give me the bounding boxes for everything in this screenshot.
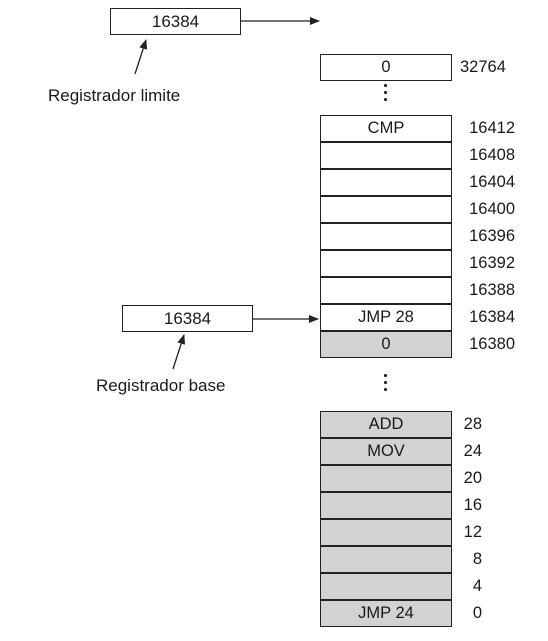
base-register-box: 16384 (122, 305, 253, 332)
memory-cell: 0 (320, 331, 452, 358)
memory-address: 16404 (469, 173, 515, 191)
memory-address: 16408 (469, 146, 515, 164)
memory-cell (320, 465, 452, 492)
memory-address: 16384 (469, 308, 515, 326)
memory-cell-content: JMP 24 (358, 604, 414, 622)
memory-cell (320, 250, 452, 277)
memory-cell-content: 0 (381, 58, 391, 76)
memory-cell-content: 0 (381, 335, 391, 353)
memory-address: 16 (463, 496, 482, 514)
memory-address: 0 (472, 604, 482, 622)
memory-cell (320, 142, 452, 169)
limit-register-box: 16384 (110, 8, 241, 35)
memory-cell-content: ADD (368, 415, 404, 433)
memory-address: 12 (463, 523, 482, 541)
memory-address: 8 (472, 550, 482, 568)
memory-address: 20 (463, 469, 482, 487)
base-register-value: 16384 (163, 309, 212, 328)
memory-address: 28 (463, 415, 482, 433)
memory-cell: MOV (320, 438, 452, 465)
memory-cell (320, 277, 452, 304)
memory-address: 16400 (469, 200, 515, 218)
memory-address: 16388 (469, 281, 515, 299)
memory-cell (320, 169, 452, 196)
memory-cell-top: 0 (320, 54, 452, 81)
limit-label-pointer (134, 39, 148, 75)
memory-cell: CMP (320, 115, 452, 142)
memory-address: 24 (463, 442, 482, 460)
memory-address: 16380 (469, 335, 515, 353)
memory-cell-content: JMP 28 (358, 308, 414, 326)
memory-cell (320, 196, 452, 223)
continuation-dots (384, 84, 388, 105)
memory-cell: JMP 24 (320, 600, 452, 627)
memory-cell: ADD (320, 411, 452, 438)
continuation-dots (384, 374, 388, 395)
limit-register-value: 16384 (151, 12, 200, 31)
base-register-label: Registrador base (96, 376, 226, 395)
memory-address: 16396 (469, 227, 515, 245)
limit-register-label: Registrador limite (48, 86, 181, 105)
memory-address: 32764 (460, 58, 506, 76)
memory-cell (320, 519, 452, 546)
memory-cell (320, 223, 452, 250)
memory-address: 16412 (469, 119, 515, 137)
memory-cell (320, 492, 452, 519)
memory-cell (320, 546, 452, 573)
base-label-pointer (172, 334, 186, 370)
memory-cell-content: CMP (367, 119, 405, 137)
memory-cell (320, 573, 452, 600)
memory-address: 16392 (469, 254, 515, 272)
memory-cell: JMP 28 (320, 304, 452, 331)
memory-address: 4 (472, 577, 482, 595)
memory-cell-content: MOV (367, 442, 405, 460)
